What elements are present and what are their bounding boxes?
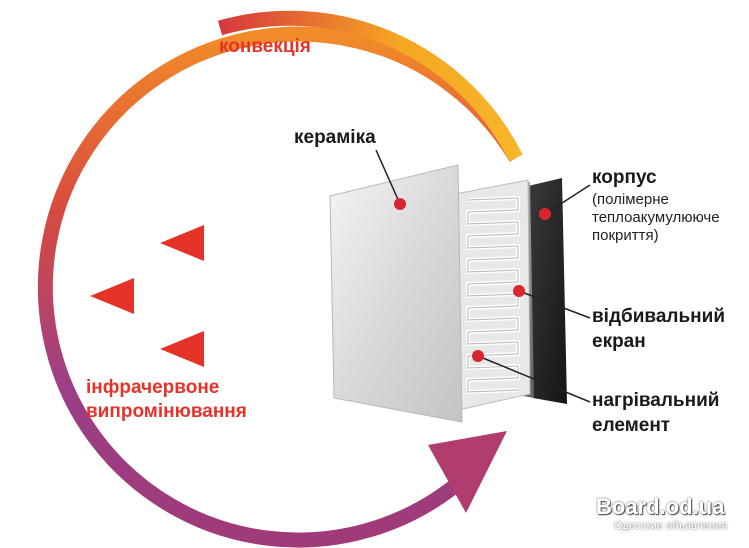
heater-label-line-1: нагрівальний — [592, 390, 720, 411]
body-note-line-2: теплоакумулююче — [592, 209, 720, 226]
watermark: Board.od.ua Одесские объявления — [596, 494, 744, 532]
body-note-line-1: (полімерне — [592, 191, 669, 208]
heater-dot — [472, 350, 484, 362]
infrared-label-line-1: інфрачервоне — [86, 377, 220, 398]
reflector-dot — [513, 285, 525, 297]
body-dot — [539, 208, 551, 220]
reflector-label-line-1: відбивальний — [592, 306, 726, 327]
watermark-site: Board.od.ua — [596, 494, 725, 519]
ir-arrow-bottom — [160, 331, 376, 367]
reflector-label-line-2: екран — [592, 331, 646, 352]
ir-arrow-middle — [90, 278, 376, 314]
body-panel — [528, 178, 567, 404]
convection-arrowhead — [428, 431, 507, 513]
convection-arc — [37, 10, 523, 548]
leader-lines — [375, 149, 591, 403]
ceramic-dot — [394, 198, 406, 210]
infrared-arrows — [90, 225, 376, 367]
watermark-tagline: Одесские объявления — [614, 520, 728, 532]
infrared-label-line-2: випромінювання — [86, 401, 247, 422]
ir-arrow-top — [160, 225, 376, 261]
body-label: корпус — [592, 167, 657, 188]
ceramics-label: кераміка — [294, 127, 376, 148]
heater-label-line-2: елемент — [592, 415, 671, 436]
body-note-line-3: покриття) — [592, 227, 659, 244]
ceramic-panel — [329, 164, 463, 423]
convection-label: конвекція — [219, 36, 311, 57]
